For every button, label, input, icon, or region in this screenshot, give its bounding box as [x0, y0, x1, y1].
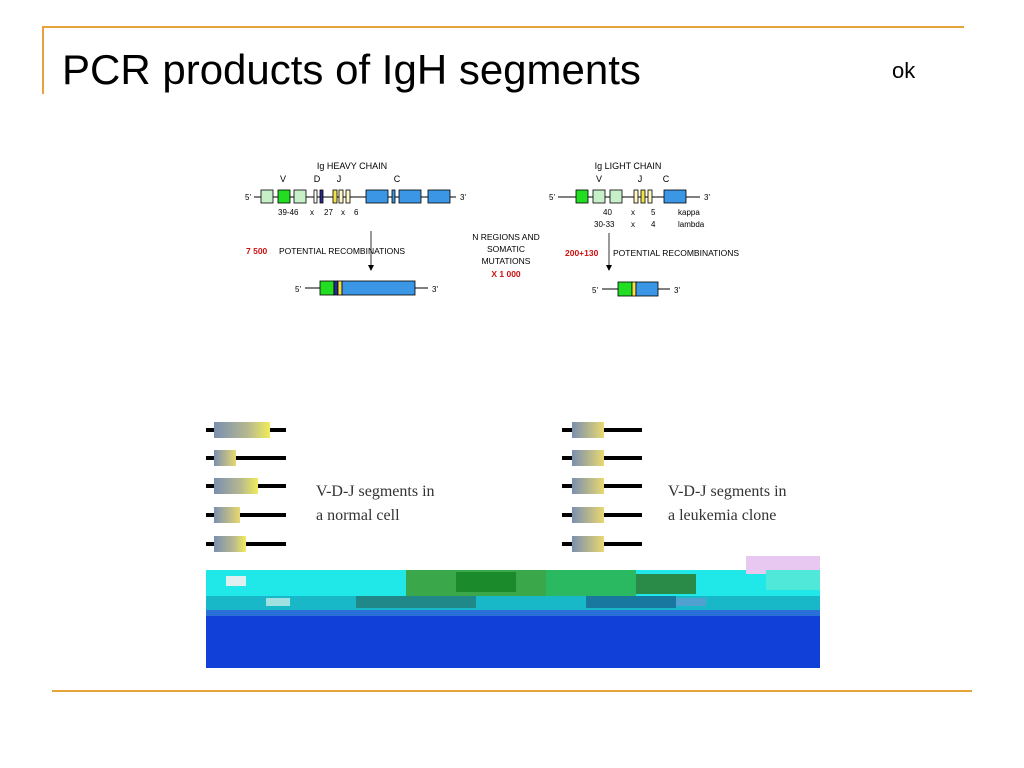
normal-cell-caption: V-D-J segments in a normal cell [316, 480, 435, 528]
light-lambda-v: 30-33 [594, 220, 615, 229]
heavy-seg-c-label: C [394, 174, 401, 184]
light-product-v [617, 281, 633, 297]
heavy-x1: x [310, 208, 314, 217]
heavy-x2: x [341, 208, 345, 217]
middle-line-2: SOMATIC [487, 244, 525, 254]
light-product-j [631, 281, 637, 297]
light-product-c [635, 281, 659, 297]
light-end5: 5' [549, 193, 555, 202]
heavy-chain-group: Ig HEAVY CHAIN V D J C 5' 3' 39-46 x 27 … [245, 161, 466, 296]
heavy-v-segment-2 [277, 189, 291, 204]
light-lambda-x: x [631, 220, 635, 229]
light-v-segment-2 [592, 189, 606, 204]
normal-caption-line-2: a normal cell [316, 507, 400, 524]
heavy-product-end5: 5' [295, 285, 301, 294]
light-kappa-label: kappa [678, 208, 700, 217]
heavy-product-v [319, 280, 335, 296]
heavy-recomb-text: POTENTIAL RECOMBINATIONS [279, 246, 405, 256]
left-accent-line [42, 26, 44, 94]
heavy-count-d: 27 [324, 208, 333, 217]
light-v-segment-1 [575, 189, 589, 204]
heavy-seg-v-label: V [280, 174, 286, 184]
heavy-product-j [337, 280, 343, 296]
heavy-product-end3: 3' [432, 285, 438, 294]
middle-line-3: MUTATIONS [482, 256, 531, 266]
light-j-segment-1 [633, 189, 639, 204]
heavy-count-v: 39-46 [278, 208, 299, 217]
bottom-accent-line [52, 690, 972, 692]
heavy-count-j: 6 [354, 208, 359, 217]
heavy-recomb-number: 7 500 [246, 246, 268, 256]
gel-noise-region [206, 556, 820, 668]
gel-image: V-D-J segments in a normal cell V-D-J se… [206, 412, 820, 668]
light-end3: 3' [704, 193, 710, 202]
light-recomb-number: 200+130 [565, 248, 599, 258]
light-c-segment [663, 189, 687, 204]
middle-note-group: N REGIONS AND SOMATIC MUTATIONS X 1 000 [472, 232, 540, 279]
slide-title: PCR products of IgH segments [62, 46, 641, 93]
heavy-c-segment-4 [427, 189, 451, 204]
light-chain-group: Ig LIGHT CHAIN V J C 5' 3' 40 x 5 kappa … [549, 161, 739, 297]
light-arrow-head [606, 265, 612, 271]
heavy-c-segment-3 [398, 189, 422, 204]
gel-graphic [206, 422, 820, 668]
corner-note: ok [892, 58, 916, 83]
leukemia-clone-caption: V-D-J segments in a leukemia clone [668, 480, 787, 528]
heavy-c-segment-2 [391, 189, 396, 204]
heavy-j-segment-2 [338, 189, 344, 204]
light-product-end5: 5' [592, 286, 598, 295]
heavy-j-segment-1 [332, 189, 338, 204]
light-chain-title: Ig LIGHT CHAIN [595, 161, 662, 171]
light-recomb-text: POTENTIAL RECOMBINATIONS [613, 248, 739, 258]
heavy-d-segment-1 [313, 189, 318, 204]
leukemia-caption-line-2: a leukemia clone [668, 507, 777, 524]
normal-caption-line-1: V-D-J segments in [316, 483, 435, 500]
top-accent-line [42, 26, 964, 28]
heavy-v-segment-1 [260, 189, 274, 204]
middle-line-1: N REGIONS AND [472, 232, 540, 242]
leukemia-clone-lane [562, 422, 642, 552]
heavy-seg-d-label: D [314, 174, 321, 184]
light-seg-j-label: J [638, 174, 643, 184]
light-j-segment-3 [647, 189, 653, 204]
ig-chain-diagram: Ig HEAVY CHAIN V D J C 5' 3' 39-46 x 27 … [245, 161, 739, 297]
light-j-segment-2 [640, 189, 646, 204]
middle-multiplier: X 1 000 [491, 269, 521, 279]
light-seg-v-label: V [596, 174, 602, 184]
light-lambda-j: 4 [651, 220, 656, 229]
light-lambda-label: lambda [678, 220, 705, 229]
heavy-end5: 5' [245, 193, 251, 202]
heavy-arrow-head [368, 265, 374, 271]
heavy-chain-title: Ig HEAVY CHAIN [317, 161, 387, 171]
heavy-j-segment-3 [345, 189, 351, 204]
light-product-end3: 3' [674, 286, 680, 295]
heavy-end3: 3' [460, 193, 466, 202]
light-kappa-j: 5 [651, 208, 656, 217]
heavy-seg-j-label: J [337, 174, 342, 184]
heavy-product-d [333, 280, 339, 296]
heavy-product-c [341, 280, 416, 296]
light-seg-c-label: C [663, 174, 670, 184]
heavy-d-segment-2 [319, 189, 324, 204]
light-kappa-x: x [631, 208, 635, 217]
heavy-v-segment-3 [293, 189, 307, 204]
heavy-c-segment-1 [365, 189, 389, 204]
light-v-segment-3 [609, 189, 623, 204]
light-kappa-v: 40 [603, 208, 612, 217]
leukemia-caption-line-1: V-D-J segments in [668, 483, 787, 500]
normal-cell-lane [206, 422, 286, 552]
